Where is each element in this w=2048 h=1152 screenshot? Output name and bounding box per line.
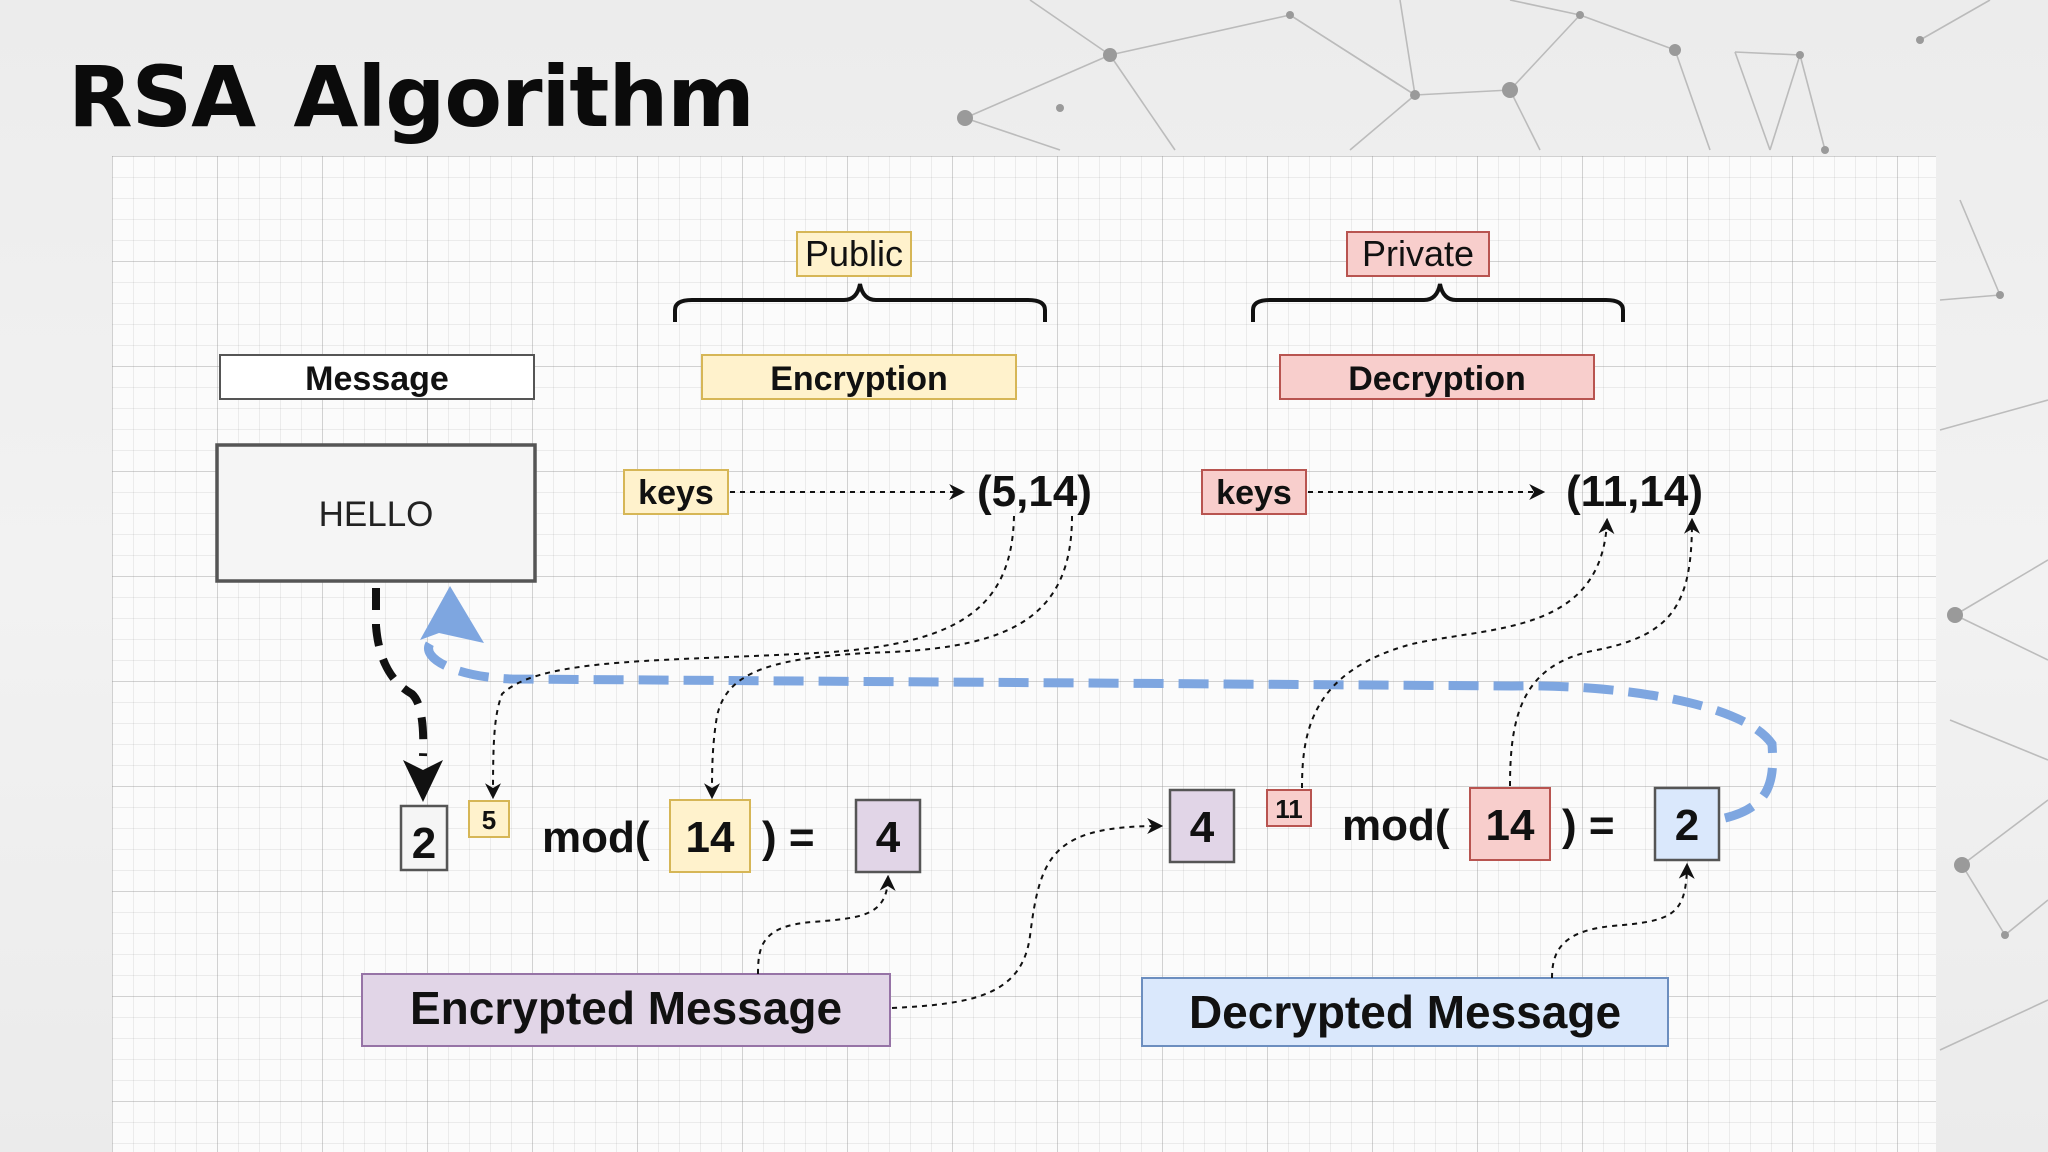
dec-exponent: 11 [1275,794,1303,824]
public-exp-arrow [485,515,1015,800]
message-box [215,443,537,583]
public-label: Public [805,233,903,274]
message-to-base-arrowhead [403,760,443,802]
encrypted-to-dec-base-arrow [891,818,1164,1009]
encryption-header-box [701,354,1017,400]
encrypted-message-box [361,973,891,1047]
message-to-base-arrow [372,588,428,757]
enc-close-eq: ) = [762,813,815,862]
encrypted-to-result-arrow [757,874,896,975]
public-brace [673,283,1047,322]
enc-modulus: 14 [686,813,735,862]
diagram-panel: Public Private Message Encryption Decryp… [112,156,1936,1152]
decrypted-to-result-arrow [1551,862,1695,979]
decrypted-message-box [1141,977,1669,1047]
private-label-box [1346,231,1490,277]
private-mod-arrow [1509,517,1700,787]
dec-result: 2 [1675,801,1699,850]
enc-mod-text: mod( [542,813,650,862]
dec-exponent-box [1266,789,1312,827]
public-mod-arrow [704,515,1073,800]
decryption-keys-label: keys [1216,474,1292,512]
enc-base: 2 [412,819,436,868]
loop-arrow [424,637,1778,823]
encryption-keys-label: keys [638,474,714,512]
enc-modulus-box [669,799,751,873]
message-header: Message [305,360,449,398]
decryption-header: Decryption [1348,360,1526,398]
decryption-keys-box [1201,469,1307,515]
dec-modulus: 14 [1486,801,1535,850]
public-key-value: (5,14) [977,467,1092,516]
message-header-box [219,354,535,400]
private-exp-arrow [1301,517,1615,789]
private-label: Private [1362,233,1474,274]
enc-exponent: 5 [482,805,496,835]
private-brace [1251,283,1625,322]
decryption-header-box [1279,354,1595,400]
loop-arrowhead [420,586,484,643]
dec-modulus-box [1469,787,1551,861]
enc-exponent-box [468,800,510,838]
dec-base-box [1168,788,1236,864]
public-label-box [796,231,912,277]
encryption-keys-box [623,469,729,515]
dec-mod-text: mod( [1342,801,1450,850]
encrypted-message-label: Encrypted Message [410,982,842,1034]
decrypted-message-label: Decrypted Message [1189,986,1621,1038]
enc-result-box [854,798,922,874]
dec-result-box [1653,786,1721,862]
dec-base: 4 [1190,803,1215,852]
slide-title: RSA Algorithm [68,48,755,146]
message-text: HELLO [319,495,434,534]
enc-base-box [399,804,449,872]
rsa-diagram: Public Private Message Encryption Decryp… [215,231,1778,1047]
private-key-value: (11,14) [1566,467,1703,516]
encryption-header: Encryption [770,360,948,398]
dec-close-eq: ) = [1562,801,1615,850]
enc-result: 4 [876,813,901,862]
